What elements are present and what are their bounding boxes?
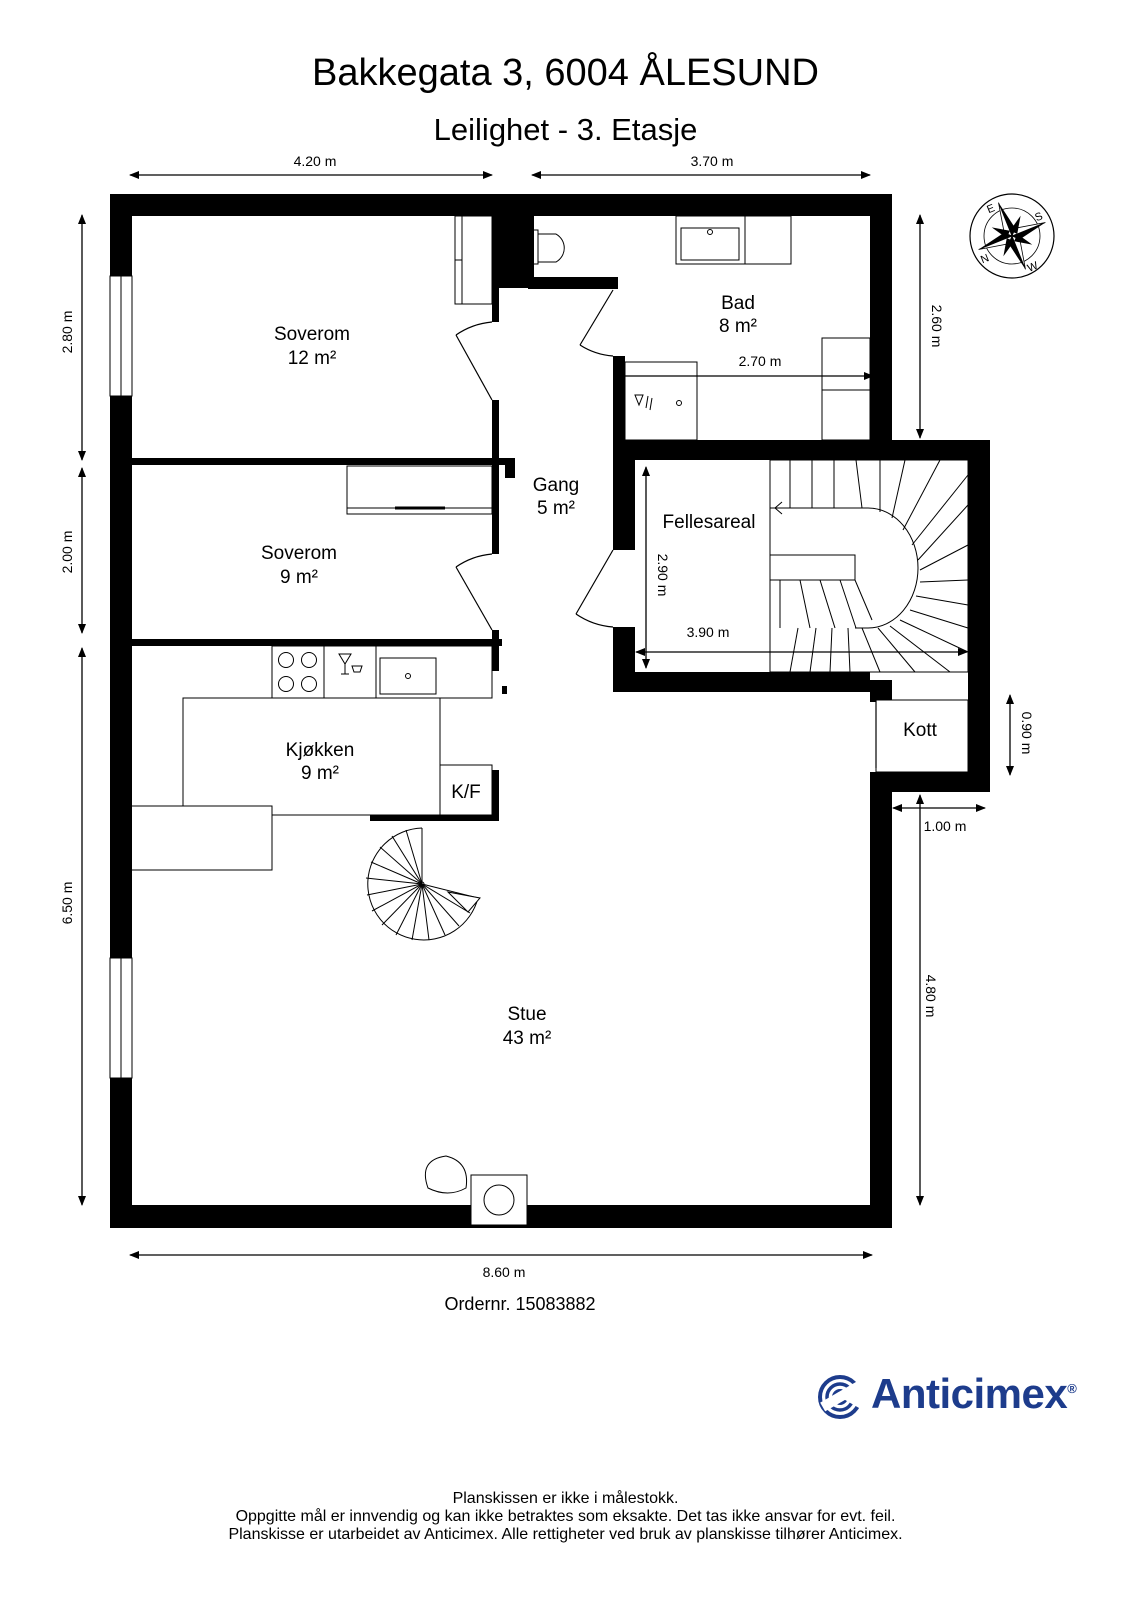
dim-left-lower: 6.50 m	[59, 882, 75, 925]
footer-line-2: Oppgitte mål er innvendig og kan ikke be…	[235, 1508, 896, 1525]
order-number: Ordernr. 15083882	[444, 1294, 596, 1314]
compass-w: W	[1026, 259, 1041, 274]
anticimex-logo-icon	[818, 1375, 866, 1419]
room-gang-name: Gang	[533, 475, 579, 496]
dim-top-left: 4.20 m	[294, 153, 337, 169]
room-soverom1-name: Soverom	[274, 324, 350, 345]
room-stue-area: 43 m²	[503, 1028, 552, 1049]
dim-right-upper: 2.60 m	[929, 305, 945, 348]
room-bad-area: 8 m²	[719, 316, 757, 337]
room-soverom2-name: Soverom	[261, 543, 337, 564]
dim-right-lower: 4.80 m	[923, 975, 939, 1018]
dim-fellesareal-height: 2.90 m	[655, 554, 671, 597]
room-stue-name: Stue	[507, 1004, 546, 1025]
windows	[109, 275, 133, 1079]
bathroom-fixtures	[531, 215, 871, 441]
room-fellesareal-name: Fellesareal	[663, 512, 756, 533]
dimension-lines	[78, 171, 1014, 1259]
dim-bad-width: 2.70 m	[739, 353, 782, 369]
brand-name: Anticimex	[871, 1370, 1068, 1417]
room-kjokken-name: Kjøkken	[286, 740, 355, 761]
dim-right-kott: 0.90 m	[1019, 712, 1035, 755]
compass-e: E	[985, 202, 996, 216]
compass-n: N	[979, 252, 991, 266]
kitchen-fixtures	[132, 645, 493, 871]
compass-icon: N E S W	[969, 193, 1055, 279]
dim-top-right: 3.70 m	[691, 153, 734, 169]
dim-bottom: 8.60 m	[483, 1264, 526, 1280]
walls	[110, 194, 990, 1228]
room-soverom1-area: 12 m²	[288, 348, 337, 369]
address-title: Bakkegata 3, 6004 ÅLESUND	[312, 52, 819, 94]
room-kf-name: K/F	[451, 782, 481, 803]
room-soverom2-area: 9 m²	[280, 567, 318, 588]
brand-logo: Anticimex®	[816, 1370, 1077, 1422]
wardrobe-bedroom2	[346, 465, 493, 515]
dim-left-upper: 2.80 m	[59, 311, 75, 354]
room-bad-name: Bad	[721, 293, 755, 314]
room-kott-name: Kott	[903, 720, 938, 741]
brand-registered-mark: ®	[1067, 1381, 1077, 1396]
room-kjokken-area: 9 m²	[301, 763, 339, 784]
fireplace	[424, 1155, 528, 1226]
wardrobe-bedroom1	[454, 215, 493, 305]
staircase-fellesareal	[769, 459, 969, 673]
dim-kott-width: 1.00 m	[924, 818, 967, 834]
footer-line-3: Planskisse er utarbeidet av Anticimex. A…	[228, 1526, 903, 1543]
dim-fellesareal-width: 3.90 m	[687, 624, 730, 640]
floor-subtitle: Leilighet - 3. Etasje	[433, 112, 698, 147]
footer-line-1: Planskissen er ikke i målestokk.	[452, 1490, 679, 1507]
kott-outline	[875, 699, 969, 773]
footer-disclaimer: Planskissen er ikke i målestokk. Oppgitt…	[0, 1490, 1131, 1544]
spiral-staircase	[365, 827, 481, 941]
compass-s: S	[1033, 210, 1044, 224]
dim-left-middle: 2.00 m	[59, 531, 75, 574]
room-gang-area: 5 m²	[537, 498, 575, 519]
